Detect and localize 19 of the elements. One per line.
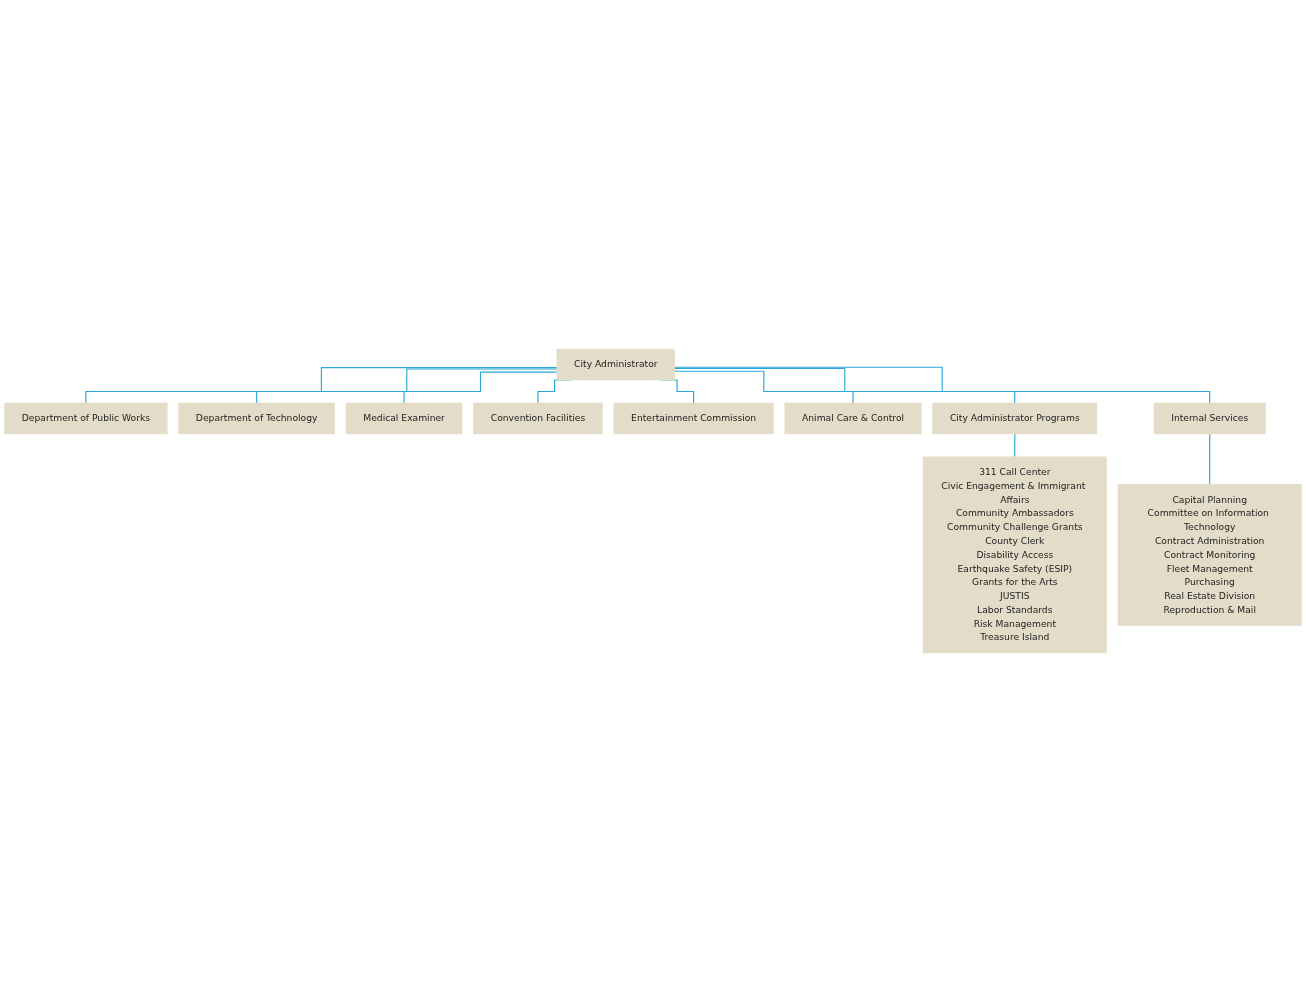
node-box: Department of Technology xyxy=(178,402,335,435)
node-box: Capital Planning Committee on Information Technology Contract Administration Contract Monitoring Fleet Management Purchasing Real Estate Division Reproduction & Mail xyxy=(1117,484,1302,626)
node-box: Animal Care & Control xyxy=(784,402,922,435)
connector xyxy=(1014,433,1016,458)
connector xyxy=(1209,433,1211,485)
node-box: Department of Public Works xyxy=(4,402,168,435)
node-box: Medical Examiner xyxy=(345,402,463,435)
node-box: City Administrator Programs xyxy=(932,402,1098,435)
node-box: Internal Services xyxy=(1153,402,1266,435)
node-box: City Administrator xyxy=(556,348,675,381)
node-box: Convention Facilities xyxy=(473,402,603,435)
connector xyxy=(256,368,558,404)
connector xyxy=(85,367,558,404)
node-box: 311 Call Center Civic Engagement & Immigrant Affairs Community Ambassadors Community Challenge Grants County Clerk Disability Access Earthquake Safety (ESIP) Grants for the Arts JUSTIS Labor Standards Risk Management Treasure Island xyxy=(922,456,1107,654)
connector xyxy=(674,370,854,404)
connector xyxy=(674,367,1016,404)
node-box: Entertainment Commission xyxy=(613,402,774,435)
connector xyxy=(674,366,1211,404)
connector xyxy=(403,371,558,404)
